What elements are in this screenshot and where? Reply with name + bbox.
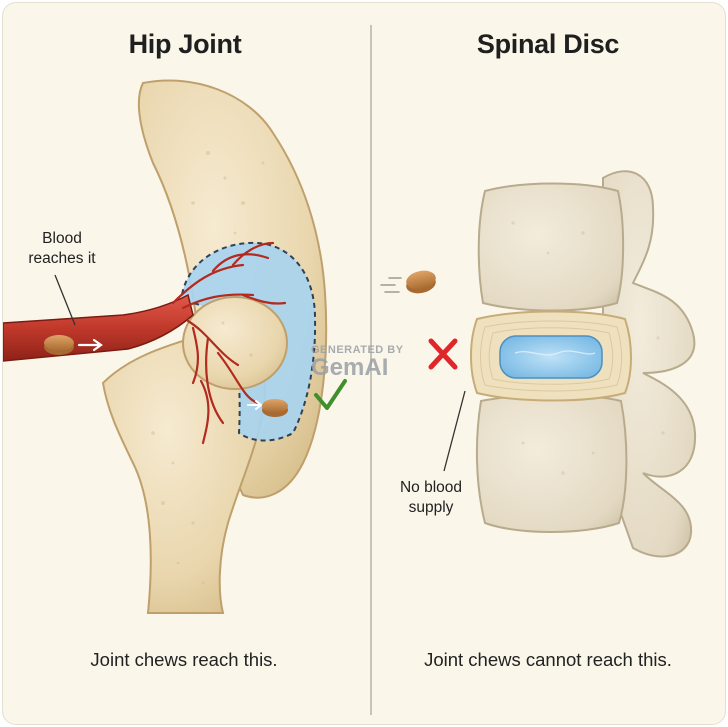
- joint-chew-pill-in-cartilage: [247, 399, 288, 417]
- watermark-line1: GENERATED BY: [311, 344, 404, 356]
- vessel-branches: [171, 241, 287, 445]
- spinal-disc-illustration: [380, 170, 697, 558]
- no-blood-label-pointer: [443, 390, 466, 472]
- hip-joint-caption: Joint chews reach this.: [90, 649, 278, 670]
- blood-label-pointer: [54, 274, 76, 326]
- blood-reaches-label: Blood reaches it: [28, 230, 96, 267]
- femoral-head: [182, 296, 288, 390]
- upper-vertebra: [477, 182, 625, 312]
- no-blood-supply-label: No blood supply: [399, 479, 463, 516]
- joint-chew-pill-in-vessel: [44, 335, 103, 355]
- diagram-artwork: [3, 79, 697, 614]
- lower-vertebra: [475, 394, 628, 533]
- hip-joint-title: Hip Joint: [128, 29, 242, 59]
- watermark: GENERATED BY GemAI: [311, 344, 404, 382]
- panel-divider: [370, 25, 372, 715]
- checkmark-icon: [314, 379, 347, 410]
- hip-joint-illustration: [3, 79, 347, 614]
- x-mark-icon: [428, 338, 458, 370]
- disc-nucleus: [499, 335, 603, 379]
- joint-chew-pill-blocked: [380, 270, 436, 294]
- spinal-disc-caption: Joint chews cannot reach this.: [424, 649, 672, 670]
- spinal-disc-title: Spinal Disc: [476, 29, 620, 59]
- watermark-brand: GemAI: [311, 354, 389, 381]
